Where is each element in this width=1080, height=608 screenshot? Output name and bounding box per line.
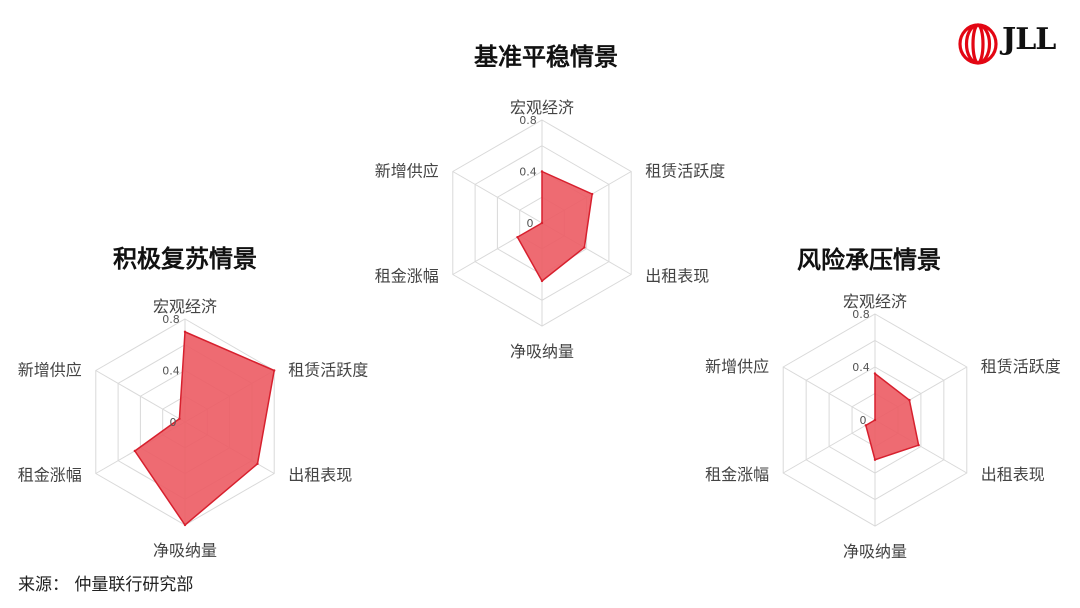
tick-label: 0.8 xyxy=(852,308,870,321)
data-point xyxy=(590,192,594,196)
series-area xyxy=(133,330,276,527)
axis-label: 出租表现 xyxy=(288,466,352,485)
data-point xyxy=(256,462,259,466)
tick-label: 0.4 xyxy=(852,361,870,374)
grid-spoke xyxy=(452,171,543,224)
data-point xyxy=(873,418,877,422)
chart-title: 风险承压情景 xyxy=(797,246,941,274)
data-point xyxy=(873,372,877,375)
data-point xyxy=(273,369,276,372)
tick-label: 0.8 xyxy=(162,313,180,326)
tick-label: 0 xyxy=(170,416,177,429)
axis-label: 租金涨幅 xyxy=(375,267,439,286)
data-point xyxy=(540,221,544,225)
data-point xyxy=(908,398,911,402)
axis-label: 租赁活跃度 xyxy=(645,162,725,181)
data-point xyxy=(183,330,187,334)
tick-label: 0.4 xyxy=(519,166,537,179)
axis-label: 新增供应 xyxy=(18,361,82,380)
brand-logo-text: JLL xyxy=(1002,22,1056,57)
axis-label: 新增供应 xyxy=(375,162,439,181)
data-point xyxy=(583,246,586,249)
axis-label: 净吸纳量 xyxy=(153,541,217,560)
axis-label: 净吸纳量 xyxy=(510,342,574,361)
grid-spoke xyxy=(95,370,186,423)
series-area xyxy=(864,372,920,461)
grid-spoke xyxy=(782,366,876,421)
source-note: 来源： 仲量联行研究部 xyxy=(18,575,194,595)
axis-label: 净吸纳量 xyxy=(843,542,907,561)
data-point xyxy=(178,417,181,420)
axis-label: 出租表现 xyxy=(645,267,709,286)
data-point xyxy=(864,424,868,427)
data-point xyxy=(516,235,519,239)
tick-label: 0 xyxy=(527,217,534,230)
chart-title: 基准平稳情景 xyxy=(474,43,618,71)
axis-label: 出租表现 xyxy=(981,465,1045,484)
data-point xyxy=(133,449,137,453)
axis-label: 租赁活跃度 xyxy=(288,361,368,380)
data-point xyxy=(917,443,920,447)
data-point xyxy=(540,279,544,283)
chart-title: 积极复苏情景 xyxy=(113,245,257,273)
axis-label: 宏观经济 xyxy=(510,98,574,117)
axis-label: 租金涨幅 xyxy=(705,465,769,484)
axis-label: 新增供应 xyxy=(705,357,769,376)
data-point xyxy=(873,458,877,461)
jll-logo-icon xyxy=(958,23,998,65)
axis-label: 租金涨幅 xyxy=(18,466,82,485)
tick-label: 0.8 xyxy=(519,114,537,127)
data-point xyxy=(183,523,187,527)
axis-label: 租赁活跃度 xyxy=(981,357,1061,376)
tick-label: 0.4 xyxy=(162,365,180,378)
tick-label: 0 xyxy=(860,414,867,427)
axis-label: 宏观经济 xyxy=(153,297,217,316)
axis-label: 宏观经济 xyxy=(843,292,907,311)
grid-spoke xyxy=(782,419,876,474)
data-point xyxy=(540,170,544,173)
